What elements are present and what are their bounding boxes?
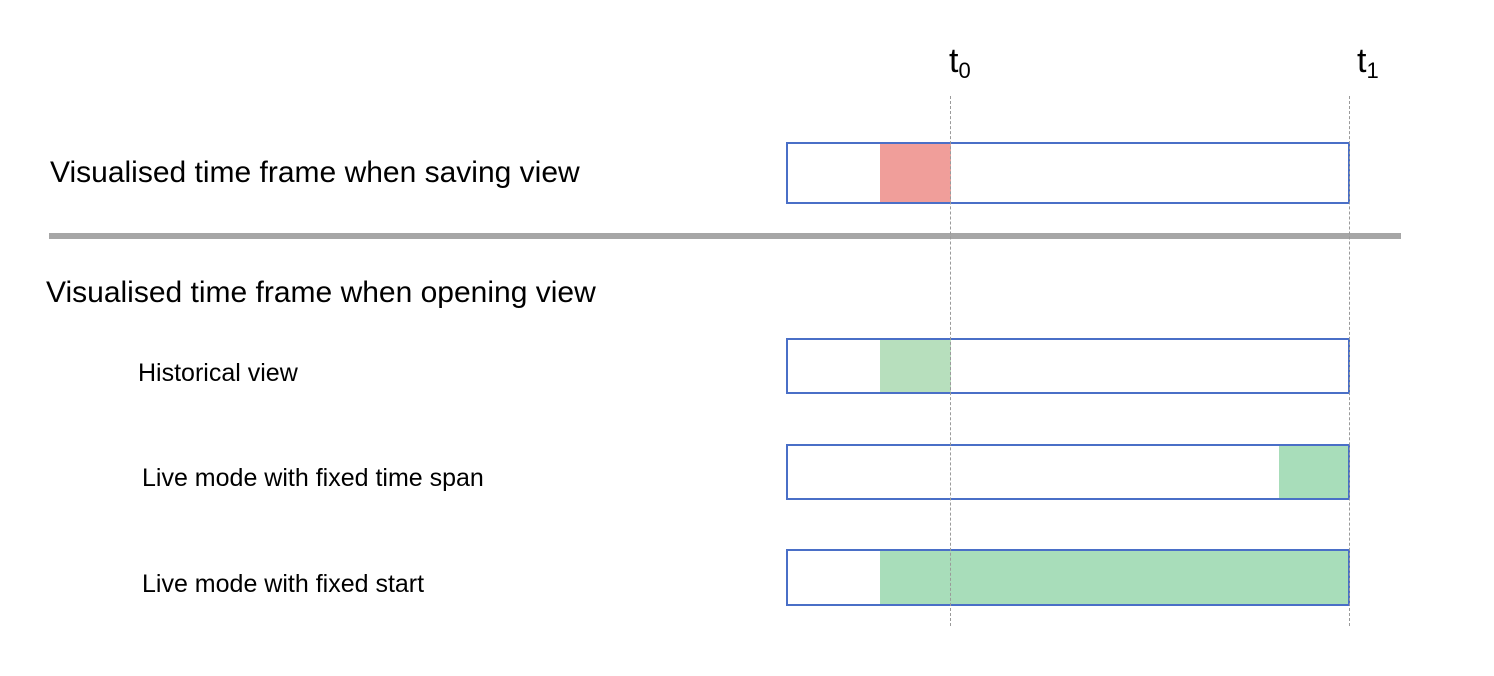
section-divider [49,233,1401,239]
opening-label: Visualised time frame when opening view [46,276,596,309]
t0-marker: t0 [949,44,971,82]
live-fixed-span-bar [786,444,1350,500]
live-fixed-start-bar [786,549,1350,606]
live-fixed-span-segment [1279,446,1348,498]
live-fixed-start-segment [880,551,1348,604]
live-fixed-start-label: Live mode with fixed start [142,570,425,598]
historical-segment [880,340,951,392]
saving-label: Visualised time frame when saving view [50,156,580,189]
live-fixed-span-label: Live mode with fixed time span [142,464,484,492]
historical-view-label: Historical view [138,359,298,387]
t0-guide-line [950,96,951,626]
t1-guide-line [1349,96,1350,626]
t0-subscript: 0 [958,58,971,83]
historical-view-bar [786,338,1350,394]
t0-base: t [949,42,959,80]
saved-time-segment [880,144,951,202]
t1-subscript: 1 [1366,58,1379,83]
saving-timeline-bar [786,142,1350,204]
t1-base: t [1357,42,1367,80]
t1-marker: t1 [1357,44,1379,82]
